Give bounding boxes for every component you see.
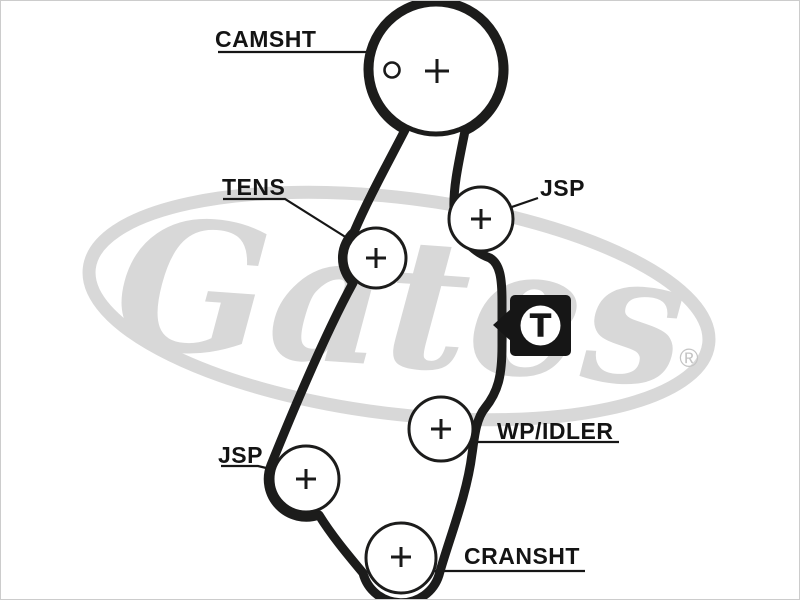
tension-marker-circle [520, 305, 561, 346]
jsp-upper-label: JSP [540, 175, 585, 201]
registered-trademark-symbol: ® [679, 343, 698, 373]
tensioner-label: TENS [222, 174, 286, 200]
watermark-brand-text: Gates [109, 178, 692, 428]
watermark-swoosh-ellipse [82, 185, 716, 427]
crankshaft-label: CRANSHT [464, 543, 580, 569]
camshaft-dowel-hole [383, 61, 401, 79]
tension-marker-letter: T [530, 307, 552, 345]
crankshaft-cross-mark-icon [391, 547, 411, 567]
tensioner-leader-line [223, 197, 356, 244]
wp-idler-label: WP/IDLER [497, 418, 614, 444]
tensioner-cross-mark-icon [366, 248, 386, 268]
jsp-upper-cross-mark-icon [471, 209, 491, 229]
jsp-lower-label: JSP [218, 442, 263, 468]
tension-marker: T [493, 295, 571, 356]
timing-belt-path [263, 1, 509, 599]
tension-marker-arrow-icon [493, 308, 512, 342]
jsp-lower-cross-mark-icon [296, 469, 316, 489]
camshaft-cross-mark-icon [425, 59, 449, 83]
camshaft-label: CAMSHT [215, 26, 317, 52]
wp-idler-cross-mark-icon [431, 419, 451, 439]
pulley-center-marks [296, 59, 491, 567]
brand-watermark: Gates ® [82, 178, 716, 429]
